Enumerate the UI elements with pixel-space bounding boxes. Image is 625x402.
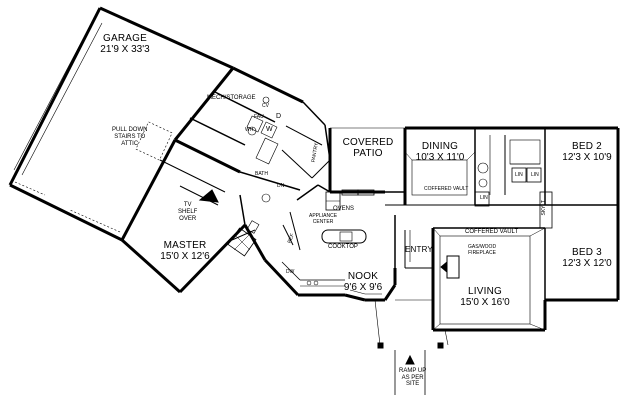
- garage-label: GARAGE 21'9 X 33'3: [85, 33, 165, 55]
- nook-dims: 9'6 X 9'6: [343, 282, 383, 293]
- bed3-dims: 12'3 X 12'0: [562, 258, 612, 269]
- entry-name: ENTRY: [405, 245, 433, 254]
- pulldown-line2: STAIRS TO: [114, 133, 146, 140]
- fau-label: FAU: [254, 114, 264, 120]
- garage-dims: 21'9 X 33'3: [100, 44, 150, 55]
- fireplace-label: GAS/WOOD FIREPLACE: [468, 244, 497, 256]
- fireplace-line2: FIREPLACE: [468, 249, 496, 256]
- bed3-walls: [543, 205, 620, 315]
- tvshelf-line2: SHELF: [178, 208, 198, 215]
- covered-patio-label: COVERED PATIO: [338, 137, 398, 159]
- ramp-line1: RAMP UP: [399, 368, 427, 374]
- entry-porch: [374, 267, 449, 395]
- dw-label: DW: [286, 269, 295, 275]
- living-name: LIVING: [468, 286, 502, 297]
- dining-walls: [403, 126, 476, 206]
- pulldown-line3: ATTIC: [121, 140, 139, 147]
- garage-walls: [8, 6, 235, 242]
- master-bath-walls: [227, 137, 301, 261]
- master-label: MASTER 15'0 X 12'6: [150, 240, 220, 262]
- tvshelf-line1: TV: [183, 202, 192, 208]
- pulldown-line1: PULL DOWN: [112, 127, 148, 133]
- nook-name: NOOK: [347, 271, 379, 282]
- ramp-line3: SITE: [405, 381, 420, 388]
- ramp-line2: AS PER: [401, 374, 424, 381]
- pulldown-label: PULL DOWN STAIRS TO ATTIC: [112, 127, 147, 148]
- dn-label: DN: [277, 183, 285, 189]
- bed2-name: BED 2: [572, 141, 602, 152]
- garage-name: GARAGE: [103, 33, 147, 44]
- covered-patio-line1: COVERED: [342, 137, 394, 148]
- covered-patio-walls: [328, 127, 405, 196]
- bed2-label: BED 2 12'3 X 10'9: [556, 141, 618, 163]
- wh-label: WH: [245, 127, 254, 133]
- tvshelf-label: TV SHELF OVER: [178, 202, 197, 223]
- entry-label: ENTRY: [405, 245, 433, 255]
- mech-storage-walls: [189, 66, 304, 146]
- ramp-label: RAMP UP AS PER SITE: [399, 368, 426, 388]
- bed3-name: BED 3: [572, 247, 602, 258]
- hall-bath-walls: [474, 126, 553, 229]
- appliance-line2: CENTER: [312, 218, 334, 225]
- bed2-dims: 12'3 X 10'9: [562, 152, 612, 163]
- skylt-label: SKYLT: [540, 200, 547, 216]
- covered-patio-line2: PATIO: [353, 148, 383, 159]
- bed3-label: BED 3 12'3 X 12'0: [556, 247, 618, 269]
- washer-label: W: [266, 126, 273, 133]
- living-label: LIVING 15'0 X 16'0: [455, 286, 515, 308]
- bed2-walls: [544, 126, 620, 206]
- coffered-vault-living-label: COFFERED VAULT: [465, 229, 519, 235]
- cooktop-island: [321, 229, 367, 244]
- dining-dims: 10'3 X 11'0: [415, 152, 465, 163]
- dining-label: DINING 10'3 X 11'0: [410, 141, 470, 163]
- coffered-vault-dining-label: COFFERED VAULT: [424, 186, 469, 192]
- master-dims: 15'0 X 12'6: [160, 251, 210, 262]
- tvshelf-line3: OVER: [179, 215, 197, 222]
- cooktop-label: COOKTOP: [328, 244, 358, 250]
- lin-label-3: LIN: [531, 172, 539, 178]
- ovens-label: OVENS: [333, 206, 355, 212]
- bath-label: BATH: [255, 171, 268, 177]
- cv-label: CV: [262, 103, 269, 109]
- dining-name: DINING: [421, 141, 459, 152]
- living-dims: 15'0 X 16'0: [460, 297, 510, 308]
- master-name: MASTER: [163, 240, 207, 251]
- appliance-label: APPLIANCE CENTER: [309, 213, 338, 225]
- lin-label-2: LIN: [515, 172, 523, 178]
- kitchen-walls: [263, 101, 345, 297]
- mech-label: MECH/STORAGE: [207, 95, 256, 101]
- living-walls: [431, 227, 547, 332]
- nook-label: NOOK 9'6 X 9'6: [337, 271, 389, 293]
- appliance-line1: APPLIANCE: [309, 213, 338, 219]
- fireplace-line1: GAS/WOOD: [468, 244, 497, 250]
- dryer-label: D: [276, 113, 282, 120]
- lin-label-1: LIN: [480, 195, 488, 201]
